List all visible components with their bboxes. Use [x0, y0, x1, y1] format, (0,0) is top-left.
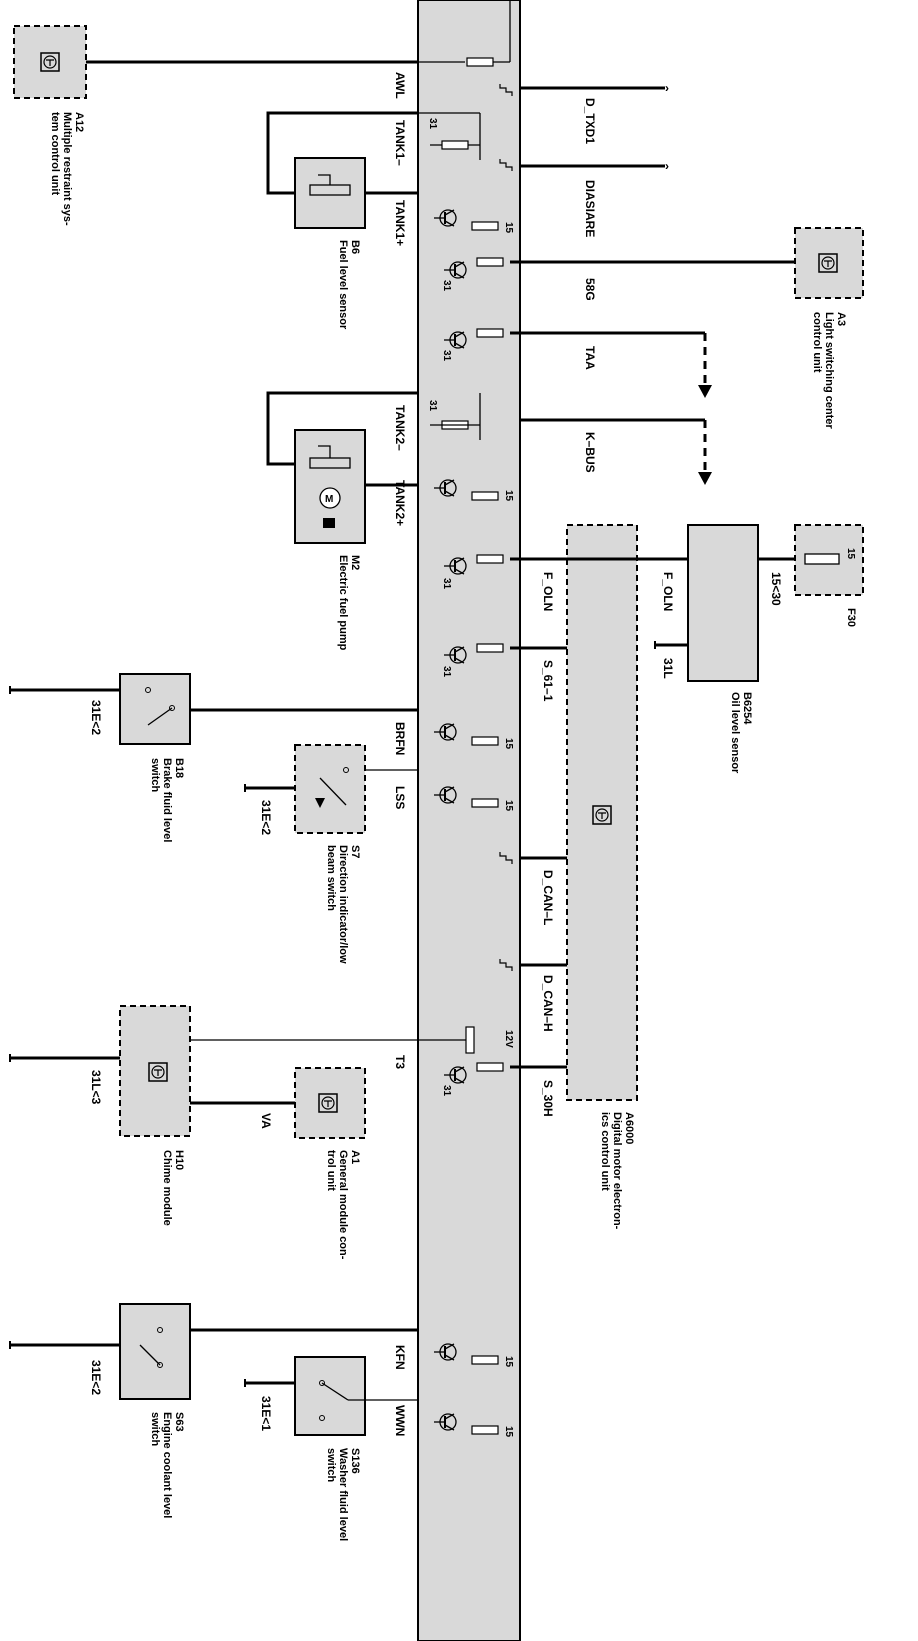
signal-t3: T3: [393, 1055, 407, 1069]
b6254-code: B6254: [741, 692, 753, 725]
svg-text:15: 15: [503, 800, 514, 812]
a1-code: A1: [349, 1150, 361, 1164]
b6-code: B6: [349, 240, 361, 254]
h10-desc: Chime module: [161, 1150, 173, 1226]
line-58g: 58G: [583, 278, 597, 301]
component-m2: M M2 Electric fuel pump: [294, 429, 418, 651]
component-f30: 15 F30: [794, 524, 864, 627]
terminal-15-30: 15<30: [769, 572, 783, 606]
signal-tank1-minus: TANK1–: [393, 120, 407, 166]
line-f-oln: F_OLN: [541, 572, 555, 611]
main-control-unit-strip: [417, 0, 521, 1641]
b18-desc-1: Brake fluid level: [161, 758, 173, 842]
d-txd1-end: ›: [665, 81, 669, 95]
svg-text:31: 31: [427, 118, 438, 130]
svg-text:31: 31: [441, 280, 452, 292]
s136-code: S136: [349, 1448, 361, 1474]
ground-b18: 31E<2: [89, 700, 103, 735]
b6254-desc: Oil level sensor: [729, 692, 741, 774]
signal-tank2-plus: TANK2+: [393, 480, 407, 526]
component-a6000: A6000 Digital motor electron- ics contro…: [566, 524, 638, 1230]
svg-text:›: ›: [665, 159, 669, 173]
component-s136: S136 Washer fluid level switch: [294, 1356, 418, 1541]
signal-awl: AWL: [393, 72, 407, 99]
a1-desc-1: General module con-: [337, 1150, 349, 1260]
line-d-can-h: D_CAN–H: [541, 975, 555, 1032]
component-h10: H10 Chime module: [119, 1005, 418, 1226]
signal-tank2-minus: TANK2–: [393, 405, 407, 451]
s63-desc-1: Engine coolant level: [161, 1412, 173, 1518]
line-diasiare: DIASIARE: [583, 180, 597, 237]
a3-desc-2: control unit: [811, 312, 823, 373]
signal-tank1-plus: TANK1+: [393, 200, 407, 246]
a6000-desc-1: Digital motor electron-: [611, 1112, 623, 1230]
component-s7: S7 Direction indicator/low beam switch: [294, 744, 418, 964]
ground-s7: 31E<2: [259, 800, 273, 835]
s7-desc-2: beam switch: [325, 845, 337, 911]
s136-desc-1: Washer fluid level: [337, 1448, 349, 1541]
s63-code: S63: [173, 1412, 185, 1432]
signal-brfn: BRFN: [393, 722, 407, 755]
svg-text:31: 31: [427, 400, 438, 412]
b6-desc: Fuel level sensor: [337, 240, 349, 330]
component-b18: B18 Brake fluid level switch: [119, 673, 418, 842]
svg-text:31: 31: [441, 1085, 452, 1097]
svg-text:15: 15: [503, 1356, 514, 1368]
svg-text:31: 31: [441, 666, 452, 678]
line-taa: TAA: [583, 346, 597, 370]
line-s-30h: S_30H: [541, 1080, 555, 1117]
svg-text:12V: 12V: [503, 1030, 514, 1048]
a6000-desc-2: ics control unit: [599, 1112, 611, 1191]
terminal-31l: 31L: [661, 658, 675, 679]
m2-desc: Electric fuel pump: [337, 555, 349, 651]
s7-code: S7: [349, 845, 361, 858]
component-a3: A3 Light switching center control unit: [794, 227, 864, 429]
signal-lss: LSS: [393, 786, 407, 809]
component-a1: A1 General module con- trol unit: [294, 1067, 366, 1260]
svg-text:M: M: [325, 494, 333, 505]
component-b6: B6 Fuel level sensor: [294, 157, 418, 330]
line-d-txd1: D_TXD1: [583, 98, 597, 144]
svg-text:31: 31: [441, 578, 452, 590]
ground-s136: 31E<1: [259, 1396, 273, 1431]
ground-h10: 31L<3: [89, 1070, 103, 1105]
a3-desc-1: Light switching center: [823, 312, 835, 429]
svg-text:15: 15: [845, 548, 856, 560]
a12-desc-1: Multiple restraint sys-: [61, 112, 73, 226]
m2-code: M2: [349, 555, 361, 570]
a6000-code: A6000: [623, 1112, 635, 1144]
a12-desc-2: tem control unit: [49, 112, 61, 195]
signal-wwn: WWN: [393, 1405, 407, 1436]
b18-desc-2: switch: [149, 758, 161, 793]
f30-code: F30: [845, 608, 857, 627]
svg-text:15: 15: [503, 738, 514, 750]
component-b6254: 31L 15<30 B6254 Oil level sensor: [654, 524, 795, 774]
h10-code: H10: [173, 1150, 185, 1170]
b18-code: B18: [173, 758, 185, 778]
svg-text:15: 15: [503, 222, 514, 234]
a3-code: A3: [835, 312, 847, 326]
a12-code: A12: [73, 112, 85, 132]
svg-text:15: 15: [503, 490, 514, 502]
line-kbus: K–BUS: [583, 432, 597, 473]
svg-text:15: 15: [503, 1426, 514, 1438]
a1-desc-2: trol unit: [325, 1150, 337, 1191]
s63-desc-2: switch: [149, 1412, 161, 1447]
signal-va: VA: [259, 1113, 273, 1129]
svg-text:31: 31: [441, 350, 452, 362]
component-a12: A12 Multiple restraint sys- tem control …: [13, 25, 418, 226]
line-d-can-l: D_CAN–L: [541, 870, 555, 925]
signal-kfn: KFN: [393, 1345, 407, 1370]
component-s63: S63 Engine coolant level switch: [119, 1303, 418, 1518]
s136-desc-2: switch: [325, 1448, 337, 1483]
line-f-oln-2: F_OLN: [661, 572, 675, 611]
s7-desc-1: Direction indicator/low: [337, 845, 349, 964]
line-s-61: S_61–1: [541, 660, 555, 702]
ground-s63: 31E<2: [89, 1360, 103, 1395]
